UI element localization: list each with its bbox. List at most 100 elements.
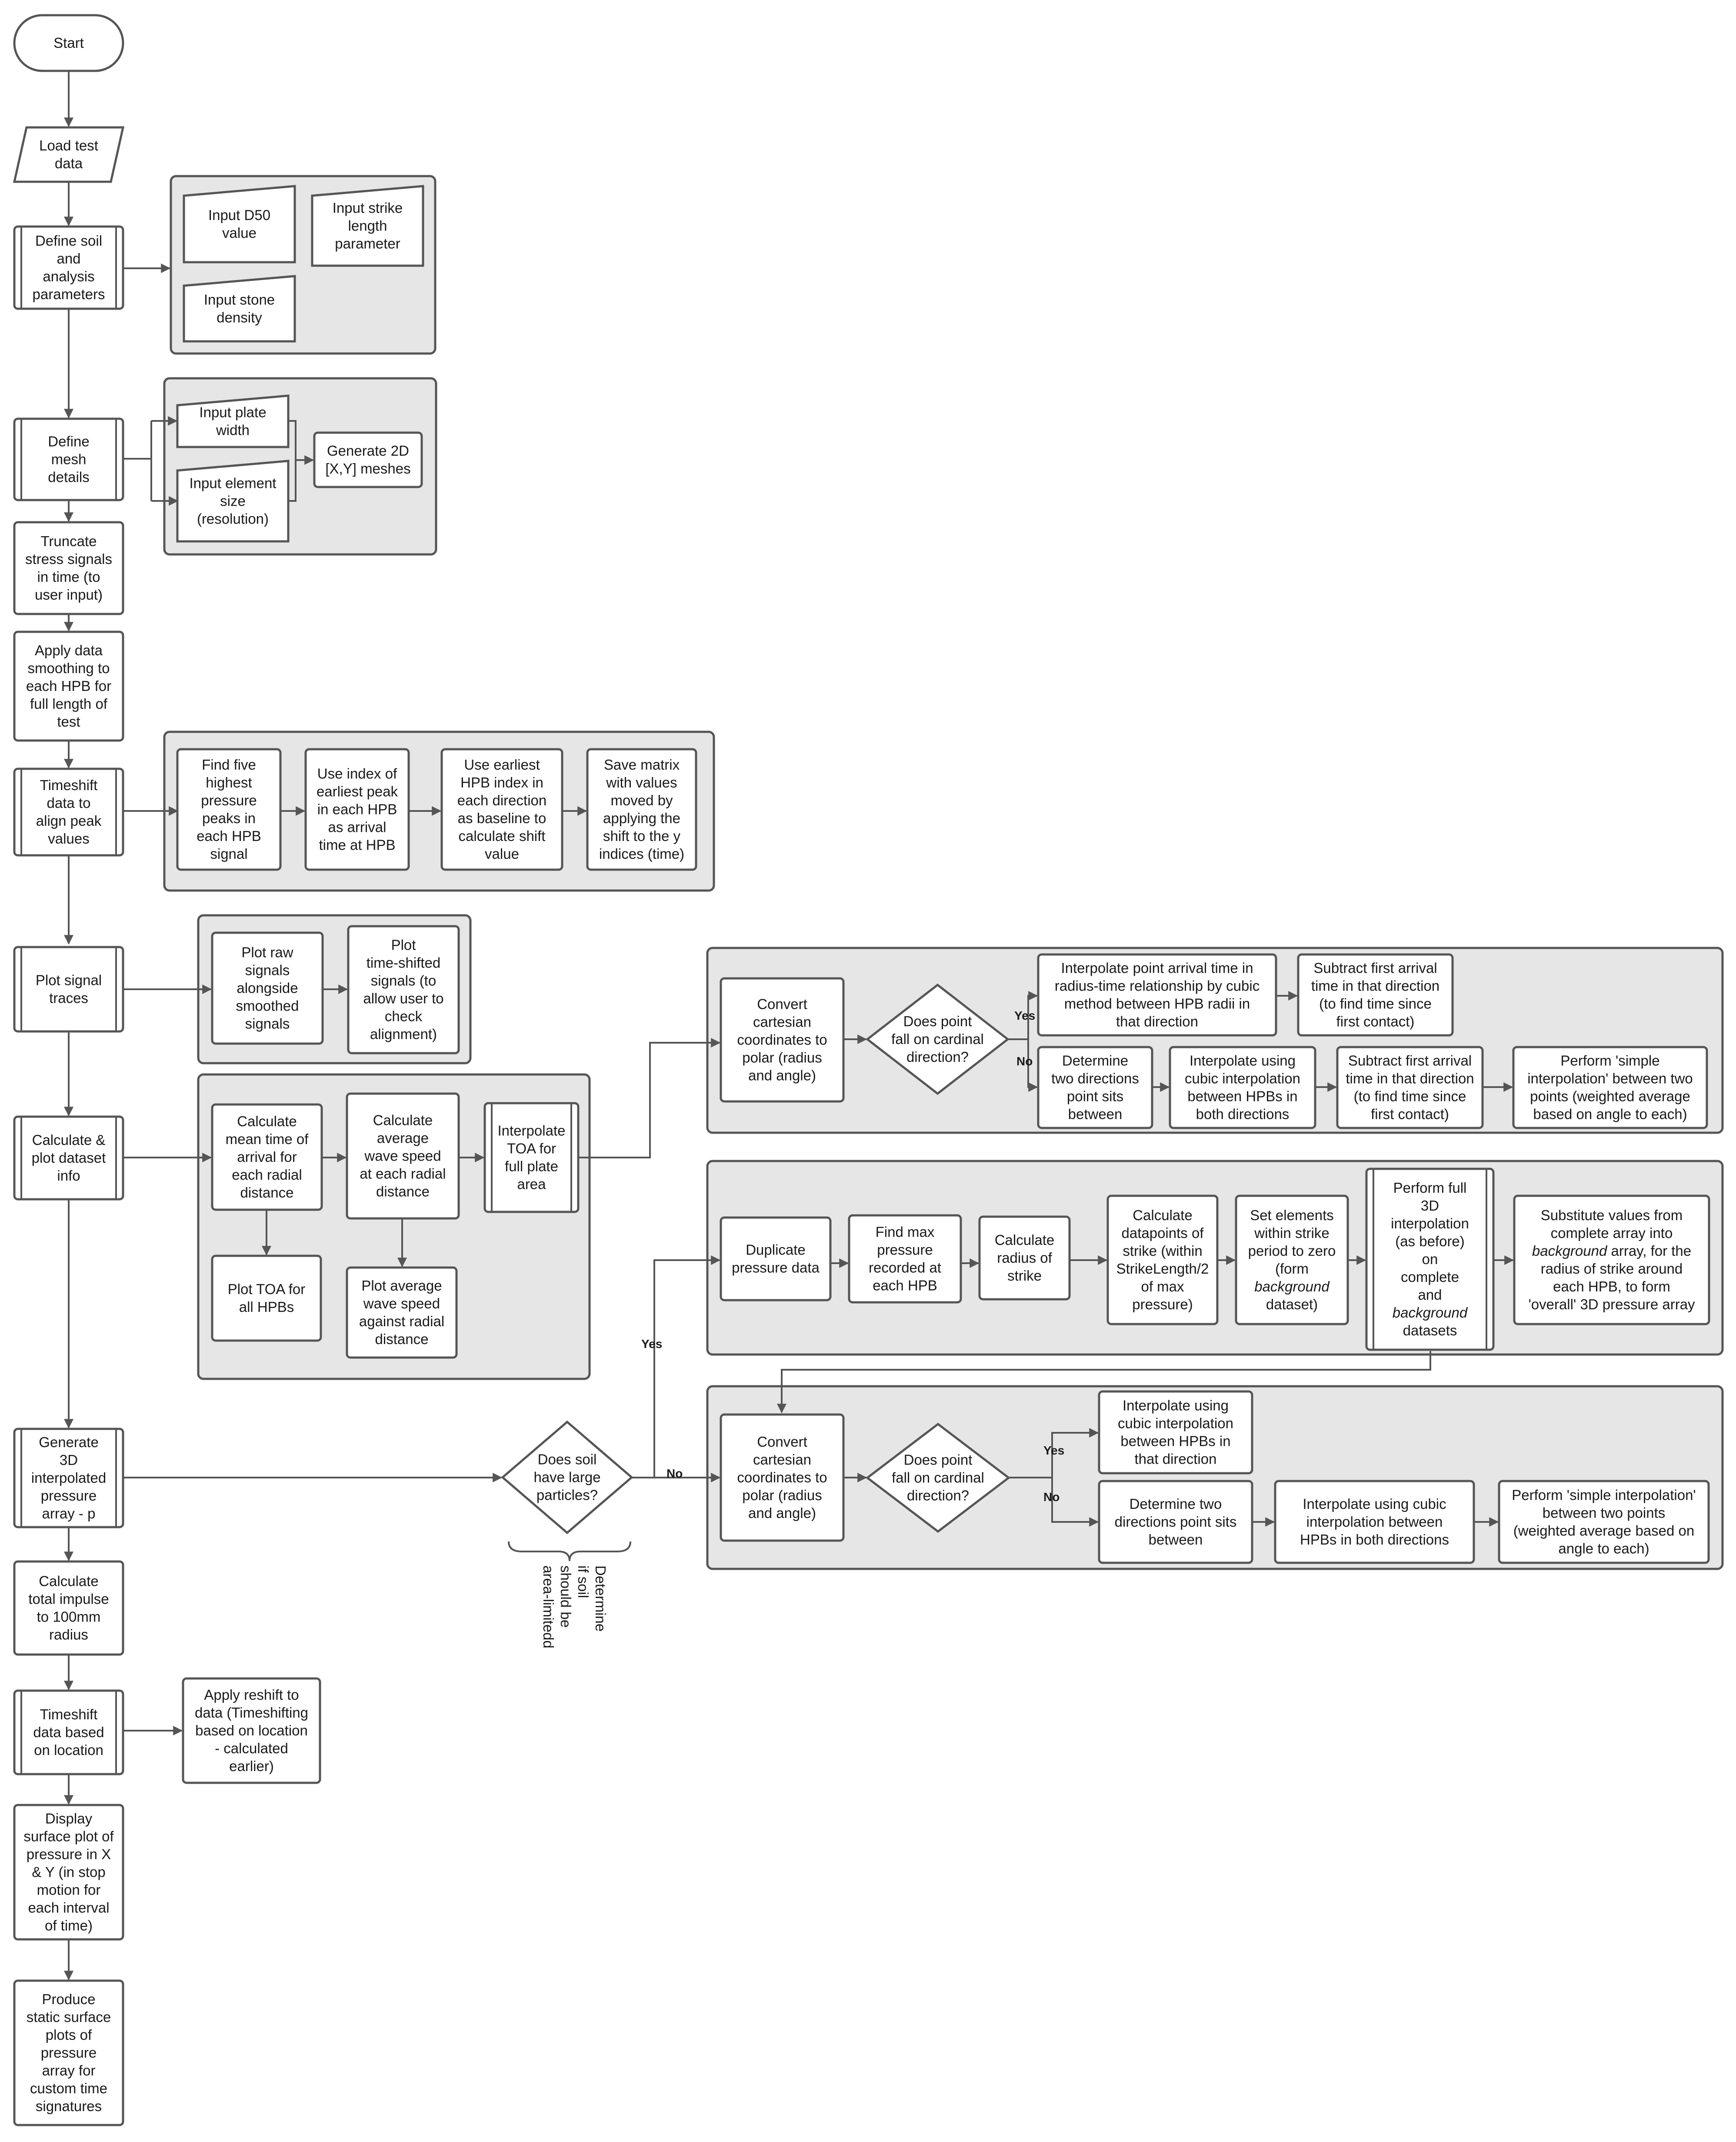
node-text-line: interpolation <box>1391 1215 1469 1231</box>
shape-timeshift-align <box>13 767 124 857</box>
node-text-line: wave speed <box>364 1148 441 1164</box>
node-text-line: earliest peak <box>317 784 398 800</box>
node-text-line: each HPB, to form <box>1553 1278 1670 1295</box>
node-text-line: interpolation between <box>1306 1514 1443 1530</box>
node-text-line: (form <box>1275 1261 1309 1277</box>
node-text-line: time at HPB <box>319 837 395 853</box>
node-text-line: all HPBs <box>239 1299 294 1315</box>
node-text-line: plot dataset <box>32 1150 106 1166</box>
node-text-line: 'overall' 3D pressure array <box>1528 1296 1695 1312</box>
shape-timeshift-location <box>13 1689 124 1775</box>
node-text-line: dataset) <box>1266 1296 1318 1312</box>
node-text-line: highest <box>206 774 252 791</box>
shape-produce-static <box>13 1979 124 2126</box>
node-text-line: interpolated <box>31 1470 106 1486</box>
node-text-line: each interval <box>28 1900 109 1916</box>
node-text-line: Interpolate using cubic <box>1303 1496 1446 1512</box>
label-yes-2: Yes <box>1043 1444 1064 1457</box>
node-text-line: Find max <box>876 1224 935 1240</box>
shape-calc-mean <box>211 1103 323 1211</box>
node-text-line: Input strike <box>333 200 403 216</box>
node-text-line: Does point <box>903 1013 972 1029</box>
node-interp-arrival: Interpolate point arrival time inradius-… <box>1037 953 1277 1037</box>
node-text-line: traces <box>49 990 88 1006</box>
node-text-line: data <box>55 155 83 171</box>
node-text-line: Display <box>45 1811 93 1827</box>
node-text-line: plots of <box>46 2027 92 2043</box>
node-text-line: parameters <box>33 286 105 302</box>
node-text-line: Input plate <box>199 404 266 420</box>
node-text-line: fall on cardinal <box>891 1031 984 1047</box>
shape-calc-speed <box>346 1092 460 1220</box>
node-text-line: custom time <box>30 2080 107 2096</box>
node-interp-cubic-2: Interpolate using cubic interpolation bet… <box>1274 1480 1475 1564</box>
shape-calc-radius <box>978 1215 1071 1301</box>
node-text-line: - calculated <box>215 1740 288 1756</box>
node-text-line: background <box>1393 1305 1468 1321</box>
node-text-line: strike <box>1007 1268 1042 1284</box>
shape-smoothing <box>13 631 124 742</box>
shape-convert-1 <box>720 977 845 1103</box>
node-text-line: each HPB <box>197 828 261 844</box>
node-text-line: in each HPB <box>317 801 397 817</box>
node-text-line: arrival for <box>237 1149 297 1165</box>
node-text-line: Duplicate <box>746 1242 806 1258</box>
node-text-line: background array, for the <box>1532 1243 1691 1259</box>
node-text-line: check <box>385 1008 423 1024</box>
node-text-line: Start <box>53 35 84 51</box>
node-text-line: data (Timeshifting <box>195 1705 308 1721</box>
node-text-line: polar (radius <box>742 1050 822 1066</box>
node-text-line: on <box>1422 1251 1438 1267</box>
shape-set-elements <box>1235 1194 1349 1325</box>
node-text-line: user input) <box>35 587 103 603</box>
node-text-line: coordinates to <box>737 1032 827 1048</box>
shape-determine-1 <box>1037 1046 1153 1129</box>
node-text-line: Determine two <box>1130 1496 1222 1512</box>
node-text-line: mesh <box>51 451 87 467</box>
shape-convert-2 <box>720 1413 845 1542</box>
node-text-line: info <box>57 1168 80 1184</box>
shape-input-strike <box>311 185 424 267</box>
node-text-line: Apply data <box>35 642 103 658</box>
node-text-line: cubic interpolation <box>1118 1415 1233 1431</box>
edge-cardinal2-yes <box>1009 1433 1098 1478</box>
shape-plot-speed <box>346 1266 458 1359</box>
shape-find-max <box>848 1214 962 1304</box>
shape-full-interp <box>1365 1168 1495 1351</box>
node-text-line: Calculate <box>237 1113 297 1129</box>
node-text-line: Calculate <box>373 1112 433 1128</box>
shape-interp-cubic-2 <box>1274 1480 1475 1564</box>
shape-interp-dir-2 <box>1098 1390 1253 1475</box>
shape-large-particles <box>501 1420 633 1535</box>
edge-cardinal1-no <box>1027 1039 1038 1092</box>
node-text-line: mean time of <box>226 1131 309 1147</box>
node-text-line: indices (time) <box>599 846 684 862</box>
node-text-line: with values <box>606 774 677 791</box>
node-text-line: stress signals <box>25 551 112 567</box>
node-text-line: based on location <box>195 1722 308 1738</box>
node-text-line: value <box>222 225 257 241</box>
node-text-line: Plot signal <box>36 972 102 988</box>
shape-interp-toa <box>483 1102 580 1213</box>
shape-save-matrix <box>586 748 697 871</box>
node-text-line: and <box>1418 1287 1442 1303</box>
node-text-line: Determine <box>1062 1053 1128 1069</box>
shape-use-index <box>304 748 410 871</box>
node-text-line: data to <box>47 795 91 811</box>
node-text-line: alignment) <box>370 1026 437 1042</box>
node-text-line: Save matrix <box>604 757 680 773</box>
node-text-line: datapoints of <box>1122 1225 1204 1241</box>
node-plot-traces: Plot signal traces <box>13 946 124 1033</box>
node-text-line: array for <box>42 2062 96 2079</box>
